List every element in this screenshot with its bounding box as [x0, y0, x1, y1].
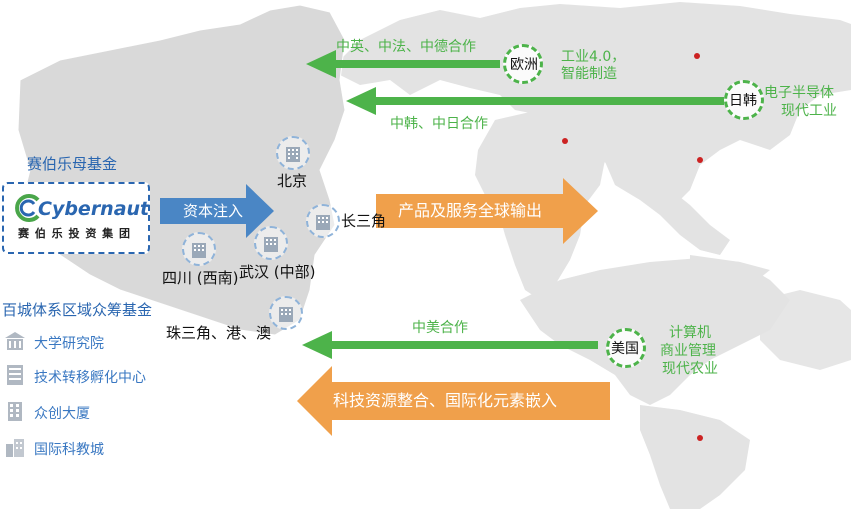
usa-focus-line1: 计算机 — [669, 325, 711, 341]
japan-arrow — [346, 87, 724, 115]
europe-focus-line2: 智能制造 — [561, 66, 617, 82]
cybernaut-logo-icon — [14, 194, 42, 222]
list-item: 国际科教城 — [4, 436, 104, 462]
region-japan-name: 日韩 — [729, 93, 757, 109]
japan-arrow-label: 中韩、中日合作 — [390, 116, 488, 132]
europe-focus-line1: 工业4.0， — [561, 49, 626, 65]
list-item: 大学研究院 — [4, 331, 104, 355]
location-dot — [697, 435, 703, 441]
building-icon — [276, 136, 310, 170]
tower-icon — [4, 364, 26, 390]
usa-arrow-label: 中美合作 — [412, 320, 468, 336]
list-item-label: 众创大厦 — [34, 406, 90, 422]
list-item-label: 技术转移孵化中心 — [34, 370, 146, 386]
logo-subtitle: 赛 伯 乐 投 资 集 团 — [18, 227, 131, 240]
south-asia-landmass — [600, 150, 730, 255]
orange-in-label: 科技资源整合、国际化元素嵌入 — [333, 391, 558, 410]
fund-title: 赛伯乐母基金 — [27, 155, 118, 173]
region-europe-badge — [503, 44, 543, 84]
orange-out-label: 产品及服务全球输出 — [398, 201, 543, 220]
logo-brand: Cybernaut — [38, 198, 150, 220]
region-usa-badge — [606, 328, 646, 368]
list-item-label: 大学研究院 — [34, 336, 104, 352]
usa-focus-line2: 商业管理 — [660, 343, 716, 359]
fund2-title: 百城体系区域众筹基金 — [2, 301, 153, 319]
city-sichuan: 四川 (西南) — [162, 269, 239, 287]
city-beijing: 北京 — [277, 172, 308, 190]
location-dot — [562, 138, 568, 144]
usa-arrow — [302, 331, 598, 359]
list-item-label: 国际科教城 — [34, 442, 104, 458]
list-item: 众创大厦 — [4, 400, 90, 426]
campus-icon — [4, 436, 26, 462]
south-america-landmass — [640, 405, 750, 509]
europe-arrow-label: 中英、中法、中德合作 — [336, 39, 476, 55]
usa-focus-line3: 现代农业 — [662, 361, 718, 377]
fund-logo-box: Cybernaut 赛 伯 乐 投 资 集 团 — [2, 182, 150, 254]
region-usa-name: 美国 — [611, 341, 639, 357]
building-icon — [269, 296, 303, 330]
north-america-landmass — [520, 258, 790, 405]
building-icon — [254, 226, 288, 260]
europe-arrow — [306, 50, 500, 78]
office-building-icon — [4, 400, 26, 426]
japan-focus-line2: 现代工业 — [781, 103, 837, 119]
university-icon — [4, 331, 26, 355]
building-icon — [306, 204, 340, 238]
orange-out-arrow — [376, 178, 598, 244]
list-item: 技术转移孵化中心 — [4, 364, 146, 390]
location-dot — [694, 53, 700, 59]
city-wuhan: 武汉 (中部) — [239, 263, 316, 281]
orange-in-arrow — [297, 366, 610, 436]
capital-arrow-shape — [160, 184, 274, 238]
region-europe-name: 欧洲 — [510, 57, 538, 73]
japan-focus-line1: 电子半导体 — [764, 85, 834, 101]
capital-arrow-label: 资本注入 — [183, 202, 244, 220]
region-japan-badge — [724, 80, 764, 120]
city-yangtze: 长三角 — [341, 212, 387, 230]
building-icon — [182, 232, 216, 266]
city-prd: 珠三角、港、澳 — [166, 324, 272, 342]
location-dot — [697, 157, 703, 163]
